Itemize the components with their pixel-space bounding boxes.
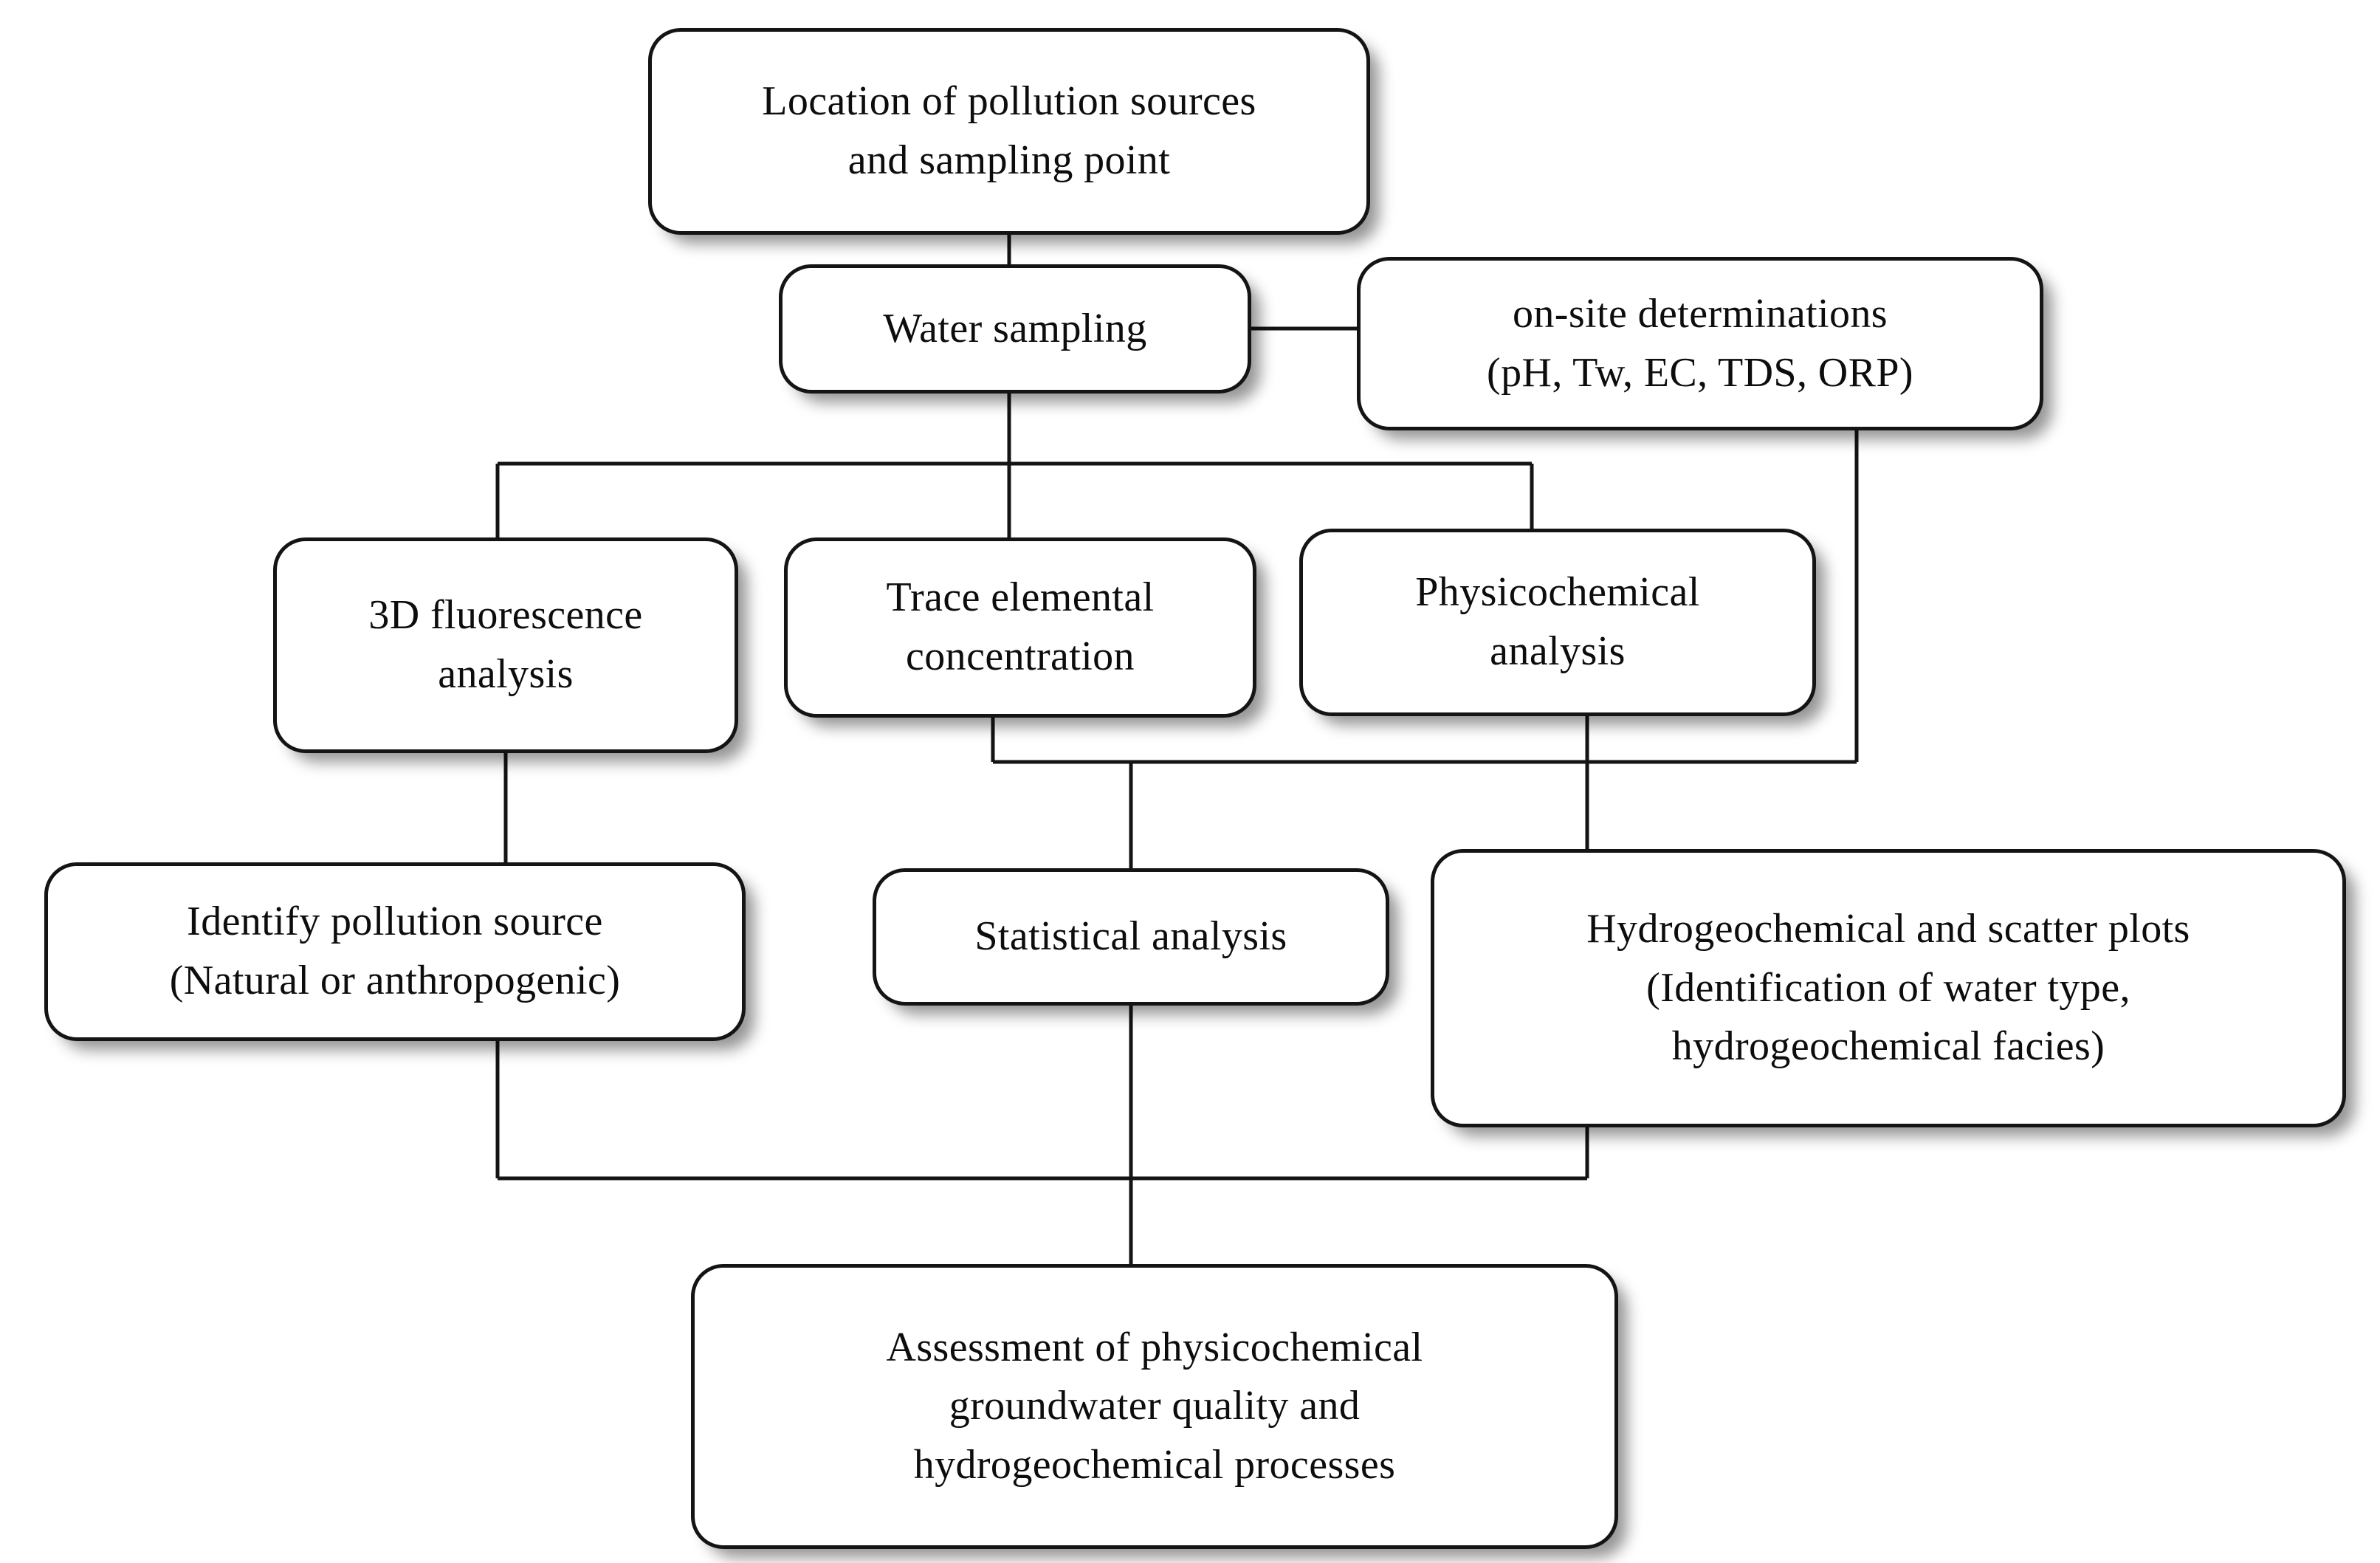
node-onsite[interactable]: on-site determinations (pH, Tw, EC, TDS,… [1357,257,2043,430]
node-hydro[interactable]: Hydrogeochemical and scatter plots (Iden… [1431,849,2346,1127]
node-fluorescence[interactable]: 3D fluorescence analysis [273,537,738,753]
node-label-identify: Identify pollution source (Natural or an… [169,899,621,1003]
node-label-location: Location of pollution sources and sampli… [762,78,1256,183]
node-statistical[interactable]: Statistical analysis [873,868,1389,1006]
node-identify[interactable]: Identify pollution source (Natural or an… [44,862,746,1041]
node-label-assessment: Assessment of physicochemical groundwate… [886,1324,1423,1488]
node-assessment[interactable]: Assessment of physicochemical groundwate… [691,1264,1618,1549]
node-physicochemical[interactable]: Physicochemical analysis [1299,529,1816,716]
node-label-hydro: Hydrogeochemical and scatter plots (Iden… [1586,906,2190,1070]
node-location[interactable]: Location of pollution sources and sampli… [648,28,1370,235]
node-label-trace: Trace elemental concentration [886,574,1155,679]
node-trace[interactable]: Trace elemental concentration [784,537,1256,718]
node-label-fluorescence: 3D fluorescence analysis [368,592,643,697]
node-label-water_sampling: Water sampling [883,305,1147,351]
node-label-onsite: on-site determinations (pH, Tw, EC, TDS,… [1487,290,1913,396]
node-label-statistical: Statistical analysis [974,913,1287,960]
node-label-physicochemical: Physicochemical analysis [1415,569,1700,674]
node-water_sampling[interactable]: Water sampling [779,264,1251,394]
